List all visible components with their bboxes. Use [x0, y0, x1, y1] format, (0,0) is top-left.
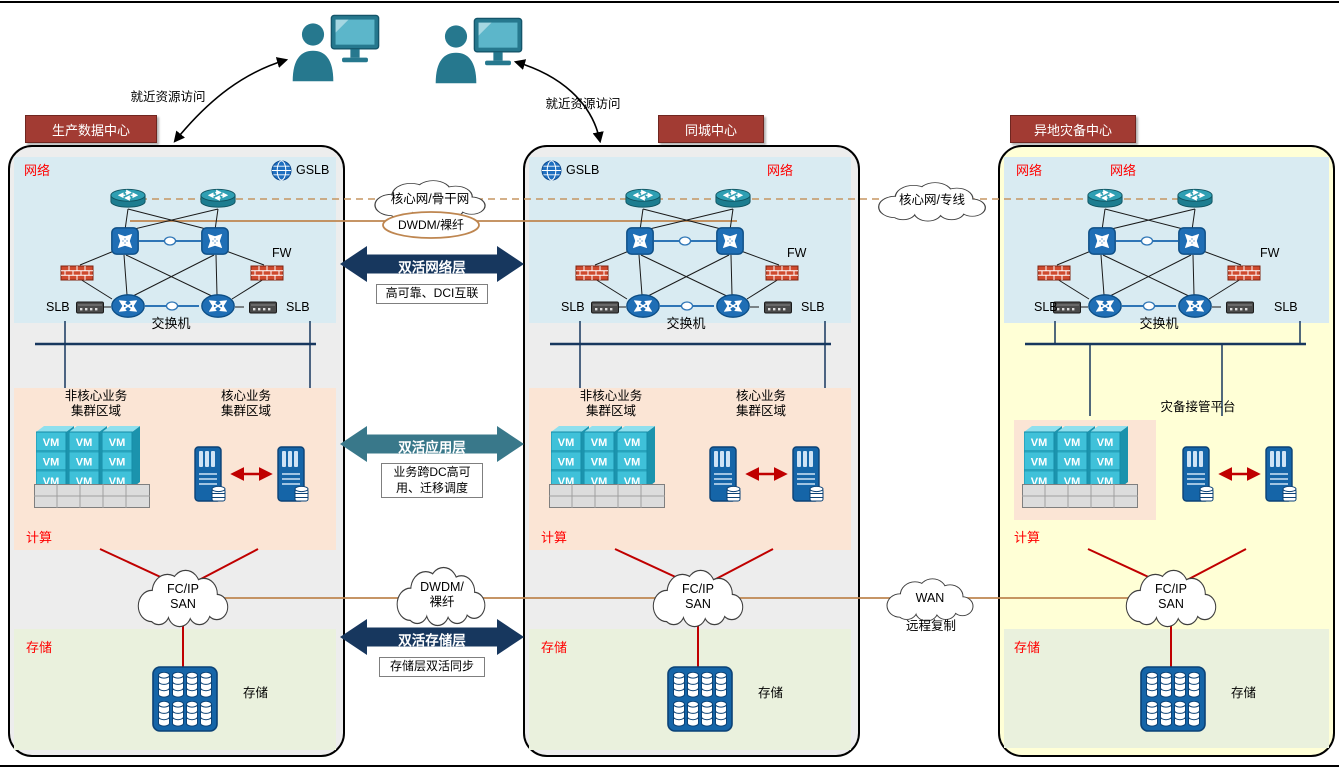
- dc1-slb-left-label: SLB: [46, 300, 70, 314]
- storage-layer-desc: 存储层双活同步: [379, 657, 485, 677]
- dc1-slb-right-label: SLB: [286, 300, 310, 314]
- dc3-network-section: [1004, 157, 1329, 323]
- dc3-header: 异地灾备中心: [1010, 115, 1136, 143]
- dc1-storage-device-label: 存储: [243, 686, 269, 700]
- dc3-san-label: FC/IP SAN: [1155, 582, 1187, 612]
- dc1-noncore-cluster-label: 非核心业务 集群区域: [64, 389, 128, 419]
- dc1-san-label: FC/IP SAN: [167, 582, 199, 612]
- dc3-network-label-2: 网络: [1110, 163, 1137, 178]
- dc2-gslb-label: GSLB: [566, 163, 600, 177]
- user1-person-icon: [292, 23, 334, 82]
- dc2-compute-label: 计算: [541, 530, 568, 545]
- dc1-header: 生产数据中心: [25, 115, 157, 143]
- dc2-slb-left-label: SLB: [561, 300, 585, 314]
- dc3-slb-left-label: SLB: [1034, 300, 1058, 314]
- dwdm-bottom-label: DWDM/ 裸纤: [420, 580, 464, 610]
- storage-layer-label: 双活存储层: [398, 633, 466, 648]
- dc2-switch-label: 交换机: [666, 316, 706, 331]
- dc1-network-section: [14, 157, 336, 323]
- core-backbone-label: 核心网/骨干网: [390, 192, 470, 206]
- dc3-vm-area: [1014, 420, 1156, 520]
- dc2-san-label: FC/IP SAN: [682, 582, 714, 612]
- dc2-core-cluster-label: 核心业务 集群区域: [735, 389, 786, 419]
- dc2-network-section: [529, 157, 851, 323]
- app-layer-desc: 业务跨DC高可 用、迁移调度: [381, 463, 483, 499]
- user1-monitor-icon: [330, 14, 380, 63]
- dc2-fw-label: FW: [787, 246, 807, 260]
- wan-label: WAN: [915, 591, 945, 605]
- dc1-fw-label: FW: [272, 246, 292, 260]
- dc2-network-label: 网络: [767, 163, 794, 178]
- dc1-switch-label: 交换机: [151, 316, 191, 331]
- network-layer-desc: 高可靠、DCI互联: [376, 284, 488, 304]
- dc2-slb-right-label: SLB: [801, 300, 825, 314]
- dc3-slb-right-label: SLB: [1274, 300, 1298, 314]
- dc3-switch-label: 交换机: [1139, 316, 1179, 331]
- app-layer-label: 双活应用层: [398, 440, 466, 455]
- user2-monitor-icon: [473, 17, 523, 66]
- dc3-platform-label: 灾备接管平台: [1160, 400, 1236, 414]
- dc3-storage-device-label: 存储: [1231, 686, 1257, 700]
- dwdm-top-label: DWDM/裸纤: [398, 218, 464, 232]
- user2-access-label: 就近资源访问: [545, 97, 621, 111]
- dc2-noncore-cluster-label: 非核心业务 集群区域: [579, 389, 643, 419]
- dc2-storage-device-label: 存储: [758, 686, 784, 700]
- dc3-storage-section: [1004, 629, 1329, 748]
- dc2-header: 同城中心: [658, 115, 764, 143]
- dc1-storage-section: [14, 629, 336, 750]
- dc3-compute-label: 计算: [1014, 530, 1041, 545]
- dc1-core-cluster-label: 核心业务 集群区域: [220, 389, 271, 419]
- dc1-gslb-label: GSLB: [296, 163, 330, 177]
- dc1-storage-label: 存储: [26, 640, 53, 655]
- network-layer-label: 双活网络层: [398, 260, 466, 275]
- dc2-storage-label: 存储: [541, 640, 568, 655]
- user2-person-icon: [435, 25, 477, 84]
- core-leased-label: 核心网/专线: [899, 193, 965, 207]
- dc3-network-label: 网络: [1016, 163, 1043, 178]
- dc2-storage-section: [529, 629, 851, 750]
- dc1-compute-label: 计算: [26, 530, 53, 545]
- dc3-storage-label: 存储: [1014, 640, 1041, 655]
- user1-access-label: 就近资源访问: [130, 90, 206, 104]
- wan-desc-label: 远程复制: [905, 619, 956, 633]
- dc3-fw-label: FW: [1260, 246, 1280, 260]
- dc1-network-label: 网络: [24, 163, 51, 178]
